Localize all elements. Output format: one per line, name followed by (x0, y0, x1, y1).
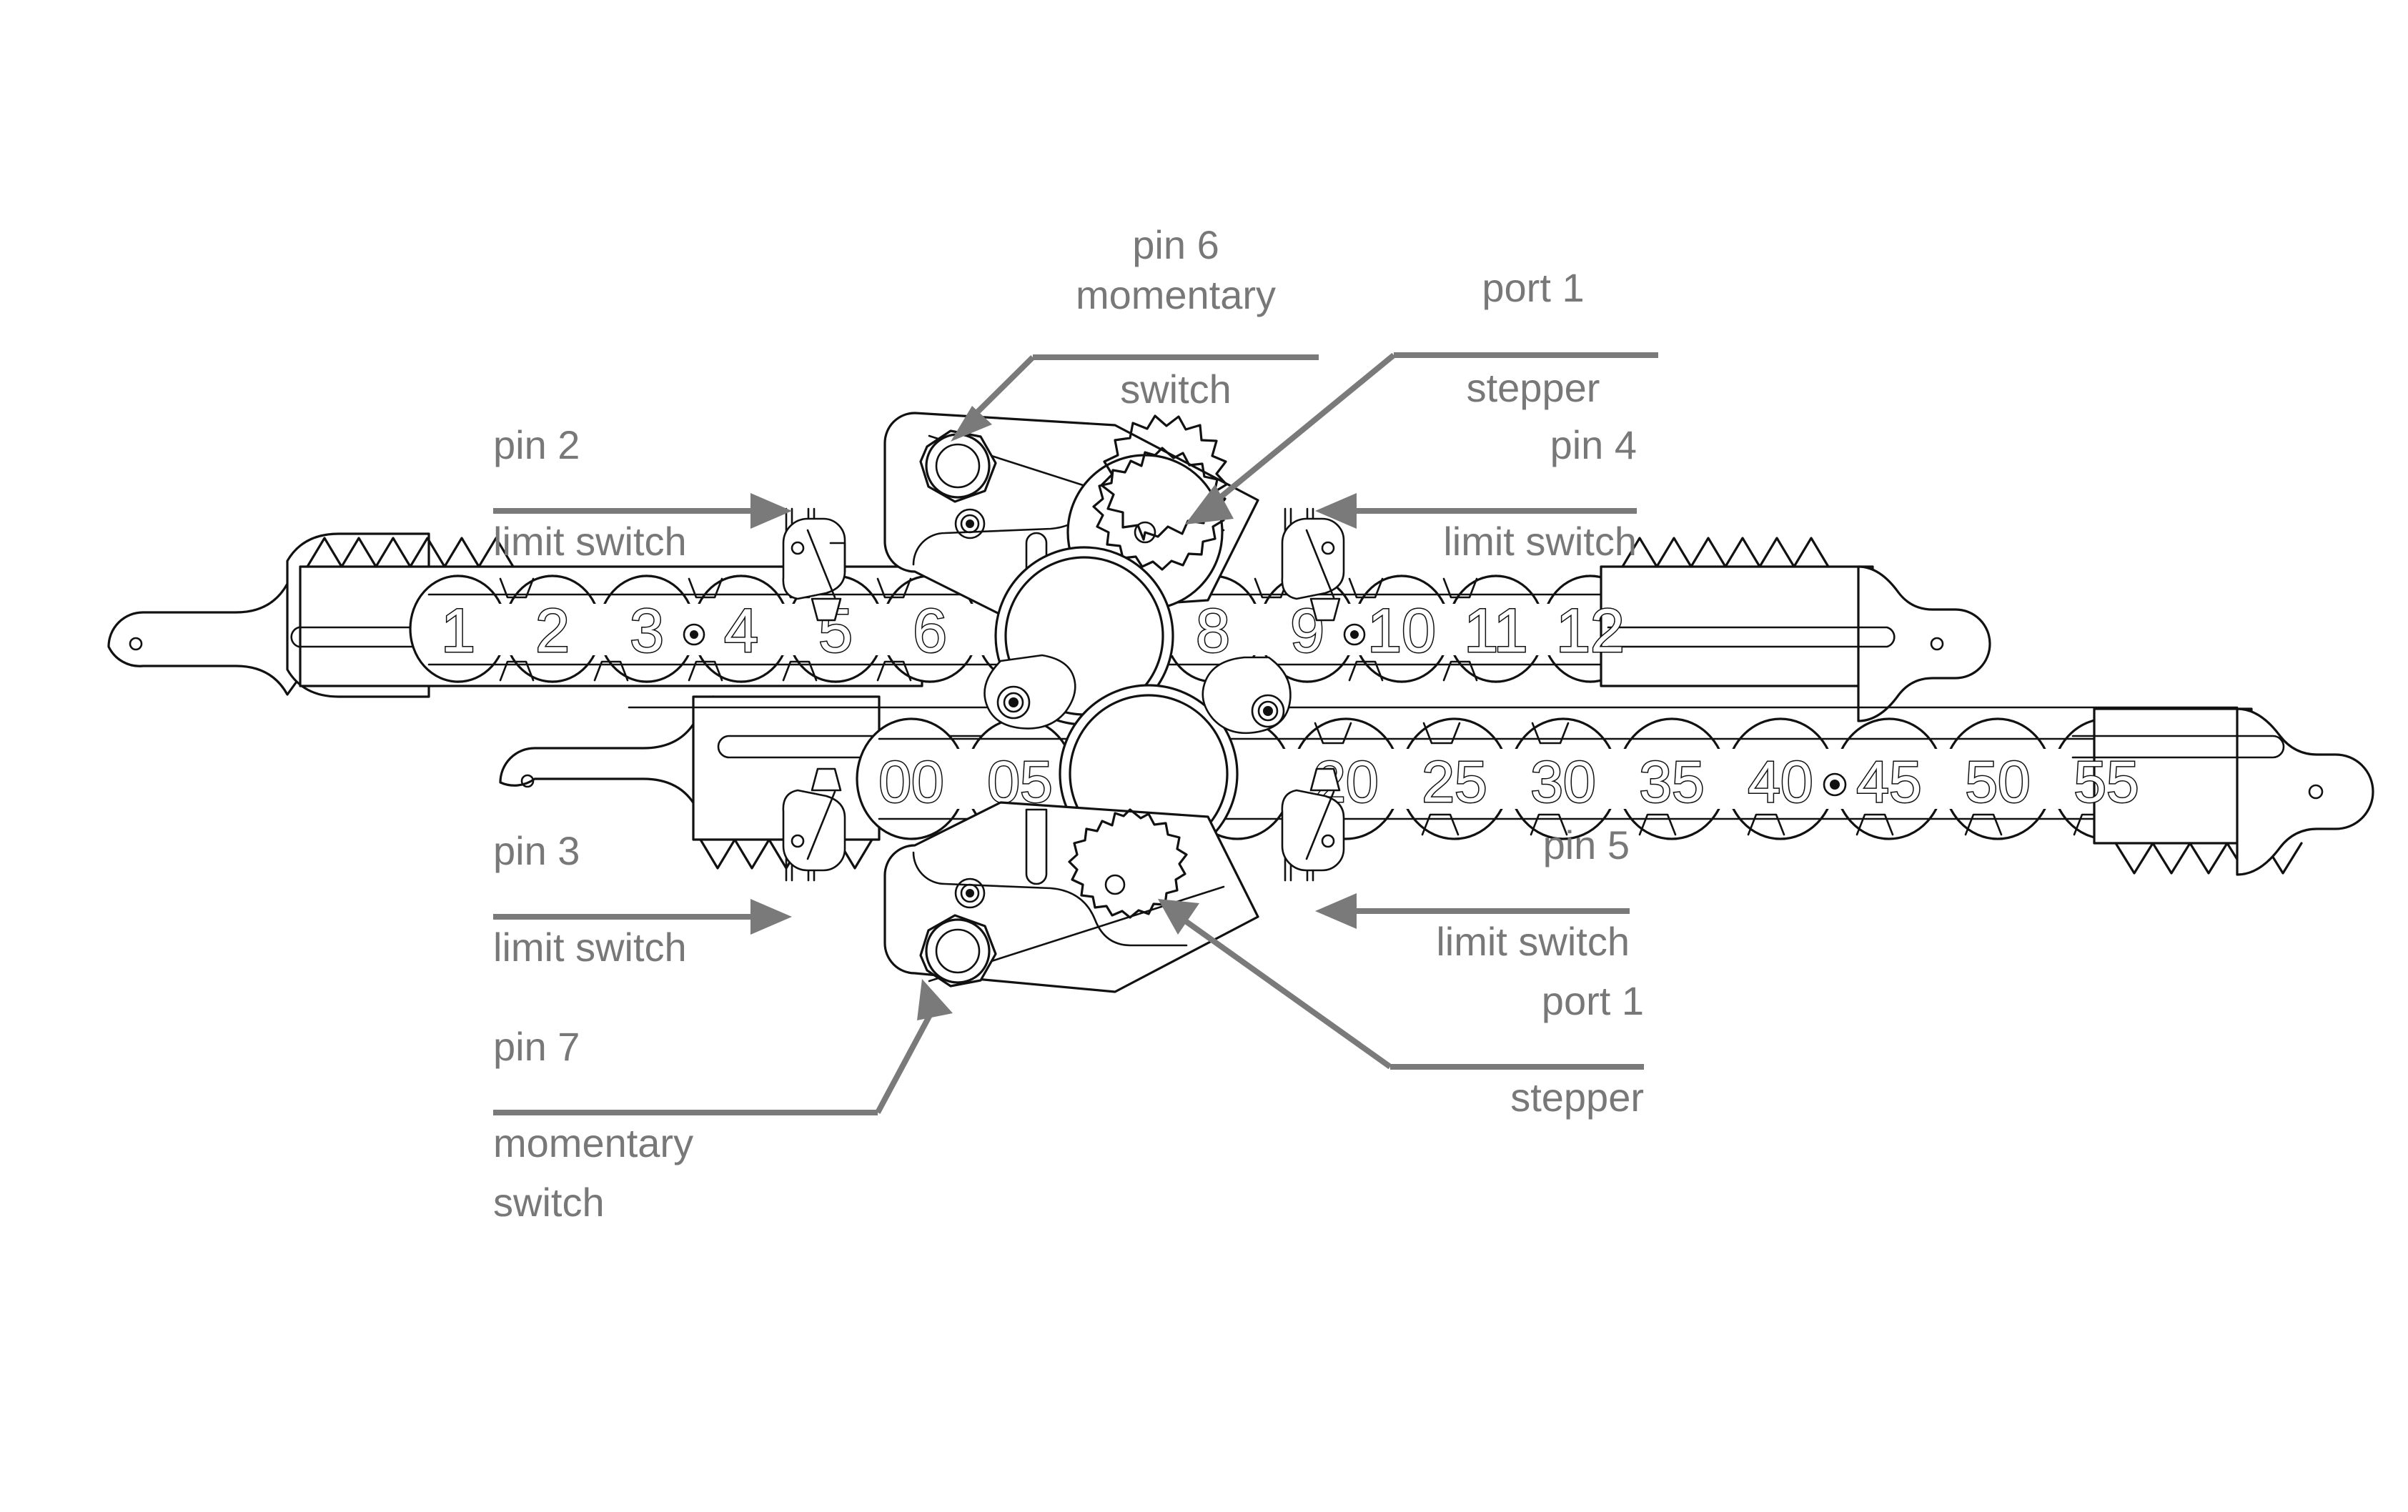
label-pin3-below: limit switch (493, 924, 793, 971)
hour-dot-marker (1343, 623, 1366, 646)
minute-digit: 00 (878, 750, 943, 815)
label-pin2-below: limit switch (493, 518, 793, 565)
disc-linkage (983, 654, 1292, 735)
hour-digit: 11 (1464, 597, 1527, 665)
label-pin7-line-above: pin 7 (493, 1024, 580, 1069)
label-pin2-above: pin 2 (493, 422, 765, 469)
minute-digit: 30 (1530, 750, 1595, 815)
label-pin6-line-below-2: switch (1120, 367, 1232, 412)
hour-digit: 6 (913, 597, 947, 665)
label-port1-bottom-below: stepper (1379, 1074, 1644, 1121)
label-pin5-above: pin 5 (1351, 822, 1630, 869)
lower-carrier-plate (883, 801, 1259, 993)
hour-digit: 2 (535, 597, 570, 665)
minute-dot-marker-core (1830, 780, 1840, 790)
minute-digit: 35 (1639, 750, 1704, 815)
upper-right-limit-switch (1281, 507, 1345, 622)
hour-digit: 8 (1196, 597, 1230, 665)
minute-digit: 45 (1856, 750, 1921, 815)
label-pin4-line-below: limit switch (1443, 519, 1637, 564)
label-pin3-above: pin 3 (493, 827, 765, 875)
label-pin5-line-above: pin 5 (1542, 822, 1630, 867)
annotation-leader-pin5 (1315, 893, 1630, 929)
annotation-leader-pin6 (951, 354, 1319, 442)
minute-digit: 55 (2073, 750, 2139, 815)
hour-bubbles (409, 575, 1640, 683)
label-pin6-line-below-2-wrap: switch (1033, 366, 1319, 413)
label-pin5-below: limit switch (1337, 918, 1630, 965)
label-port1-bottom-line-above: port 1 (1541, 978, 1644, 1023)
hour-dot-marker-core (690, 630, 698, 639)
lower-pinion-gear (1068, 808, 1188, 919)
upper-left-limit-switch (782, 507, 846, 622)
label-pin6-line-below-1: momentary (1075, 272, 1277, 318)
label-pin3-line-below: limit switch (493, 925, 687, 970)
label-pin7-above: pin 7 (493, 1023, 779, 1070)
label-pin7-line-below-2: switch (493, 1180, 605, 1225)
label-pin6-line-above: pin 6 (1132, 222, 1219, 267)
label-pin6: pin 6 momentary (1033, 222, 1319, 319)
annotation-leader-port1-top (1185, 352, 1658, 524)
label-port1-top-below-wrap: stepper (1401, 364, 1665, 412)
hour-digit: 10 (1367, 597, 1436, 665)
hour-dot-marker-core (1350, 630, 1359, 639)
hour-digit: 3 (630, 597, 664, 665)
hour-digit: 1 (441, 597, 475, 665)
annotation-leader-pin7 (493, 979, 953, 1115)
minute-dot-marker (1823, 772, 1847, 797)
minute-digit: 50 (1965, 750, 2030, 815)
annotation-leader-pin3 (493, 899, 792, 935)
annotation-leader-port1-bottom (1158, 899, 1644, 1070)
label-pin2-line-below: limit switch (493, 519, 687, 564)
lower-left-limit-switch (782, 767, 846, 882)
annotation-leader-pin2 (493, 493, 792, 529)
hour-rack (107, 532, 1991, 722)
lower-hex-button[interactable] (919, 914, 997, 988)
annotation-leader-pin4 (1315, 493, 1637, 529)
hour-digit: 4 (724, 597, 758, 665)
label-pin4-above: pin 4 (1358, 422, 1637, 469)
label-port1-top-line-below: stepper (1466, 365, 1600, 410)
lower-right-limit-switch (1281, 767, 1345, 882)
label-pin5-line-below: limit switch (1436, 919, 1630, 964)
label-pin7-line-below-1: momentary (493, 1120, 694, 1165)
label-port1-bottom-above: port 1 (1379, 978, 1644, 1025)
label-pin4-line-above: pin 4 (1550, 422, 1637, 467)
minute-digit: 25 (1422, 750, 1487, 815)
label-pin3-line-above: pin 3 (493, 828, 580, 873)
label-pin7-below-1: momentary (493, 1120, 851, 1167)
label-port1-bottom-line-below: stepper (1510, 1075, 1644, 1120)
hour-digit: 12 (1556, 597, 1625, 665)
label-pin7-below-2: switch (493, 1179, 851, 1226)
label-port1-top: port 1 (1401, 264, 1665, 312)
label-pin4-below: limit switch (1344, 518, 1637, 565)
hour-dot-marker (683, 623, 705, 646)
label-pin2-line-above: pin 2 (493, 422, 580, 467)
minute-digit: 40 (1748, 750, 1813, 815)
label-port1-top-line-above: port 1 (1482, 265, 1585, 310)
